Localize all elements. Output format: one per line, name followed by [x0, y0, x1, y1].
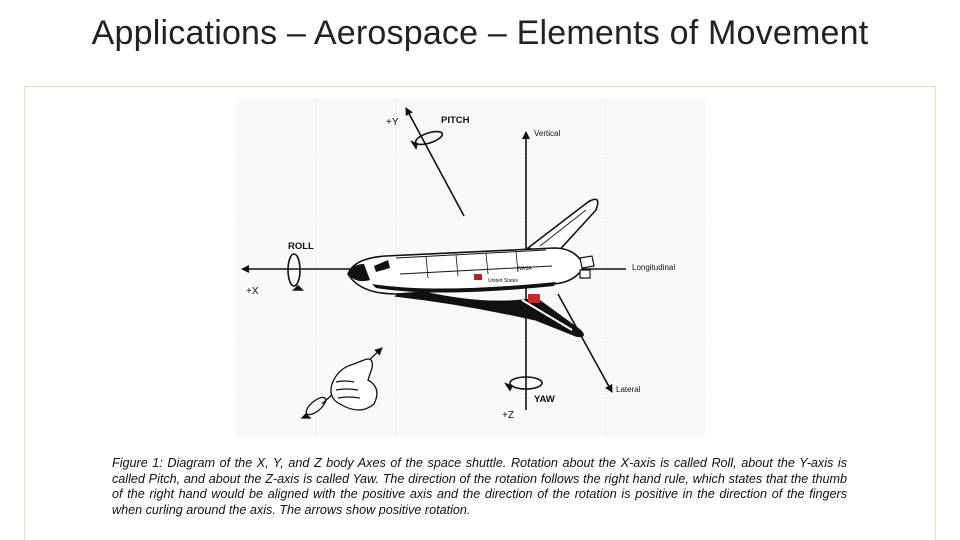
- label-plus-z: +Z: [502, 410, 514, 421]
- slide-title: Applications – Aerospace – Elements of M…: [91, 14, 869, 52]
- yaw-rotation-arrow: [504, 376, 543, 392]
- label-lateral: Lateral: [616, 385, 641, 394]
- label-roll: ROLL: [288, 241, 314, 252]
- roll-rotation-arrow: [287, 253, 304, 291]
- shuttle-nasa-marking: NASA: [518, 266, 532, 272]
- label-longitudinal: Longitudinal: [632, 263, 675, 272]
- lateral-axis-line: [557, 293, 613, 393]
- pitch-rotation-arrow: [409, 130, 444, 150]
- space-shuttle: NASA United States: [347, 198, 599, 338]
- label-plus-x: +X: [246, 286, 259, 297]
- shuttle-country-marking: United States: [488, 278, 519, 284]
- figure-caption: Figure 1: Diagram of the X, Y, and Z bod…: [112, 456, 847, 517]
- axes-diagram: NASA United States +Y PITCH Vertical ROL…: [236, 98, 706, 436]
- right-hand-icon: [300, 347, 383, 419]
- label-vertical: Vertical: [534, 129, 560, 138]
- label-yaw: YAW: [534, 394, 555, 405]
- label-pitch: PITCH: [441, 115, 470, 126]
- label-plus-y: +Y: [386, 117, 399, 128]
- y-axis-line: [405, 107, 465, 217]
